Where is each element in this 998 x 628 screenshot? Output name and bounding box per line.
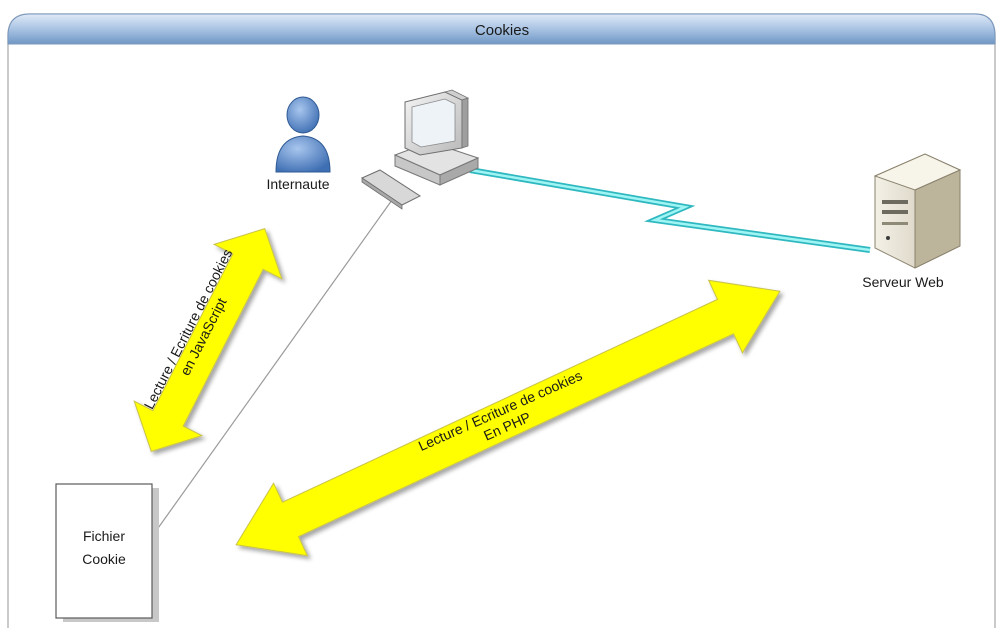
user-label: Internaute [266, 176, 329, 192]
cookie-file-label-1: Fichier [83, 528, 125, 544]
window-frame: Cookies [7, 13, 996, 628]
user-icon [275, 96, 331, 173]
document-icon [55, 483, 159, 622]
window-title: Cookies [475, 22, 529, 39]
computer-icon [360, 89, 480, 210]
title-bar [7, 13, 996, 45]
php-arrow [235, 279, 781, 557]
cookie-file-label-2: Cookie [82, 551, 126, 567]
server-icon [873, 153, 962, 269]
javascript-arrow [133, 228, 283, 452]
server-label: Serveur Web [862, 274, 944, 290]
connector-line [145, 199, 393, 546]
